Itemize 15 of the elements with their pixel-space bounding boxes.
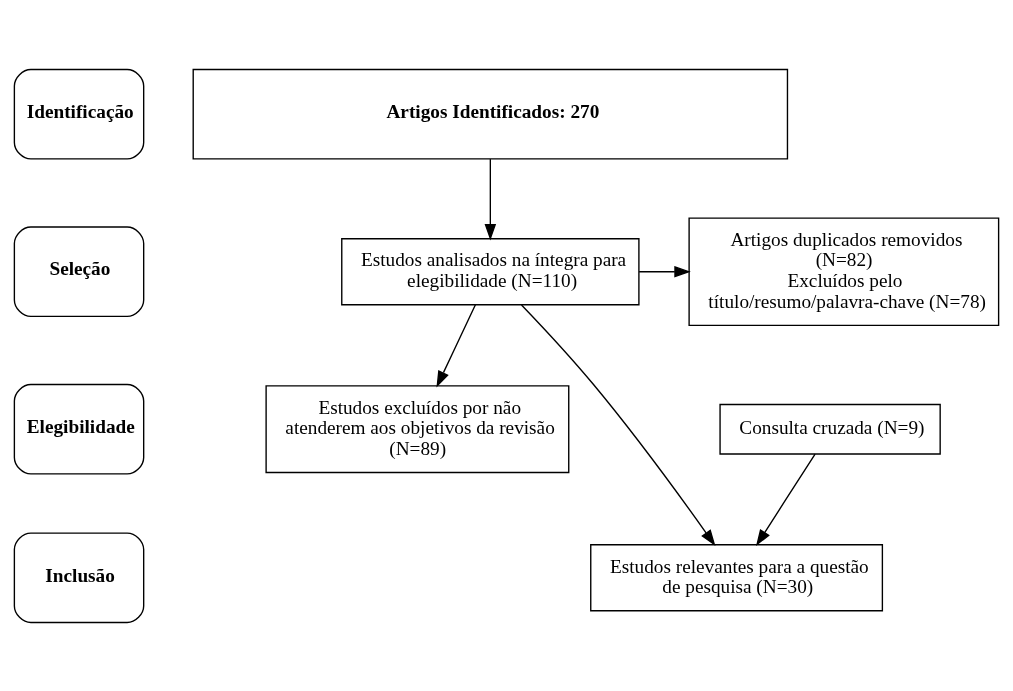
- arrow: [638, 265, 691, 277]
- node-box: Identificação: [13, 68, 145, 160]
- node-box: Artigos duplicados removidos (N=82) Excluídos pelo título/resumo/palavra-chave (N=78): [688, 216, 1000, 326]
- arrow: [756, 452, 816, 546]
- node-box: Estudos relevantes para a questão de pesquisa (N=30): [590, 543, 884, 611]
- node-box: Estudos analisados na íntegra para elegibilidade (N=110): [341, 237, 640, 305]
- node-box: Elegibilidade: [13, 383, 145, 475]
- node-box: Artigos Identificados: 270: [192, 68, 789, 160]
- node-box: Consulta cruzada (N=9): [719, 403, 941, 455]
- node-box: Inclusão: [13, 531, 145, 623]
- arrow: [484, 157, 497, 240]
- node-box: Estudos excluídos por não atenderem aos objetivos da revisão (N=89): [265, 384, 570, 473]
- arrow: [520, 303, 716, 546]
- arrow: [436, 303, 477, 387]
- node-box: Seleção: [13, 225, 145, 317]
